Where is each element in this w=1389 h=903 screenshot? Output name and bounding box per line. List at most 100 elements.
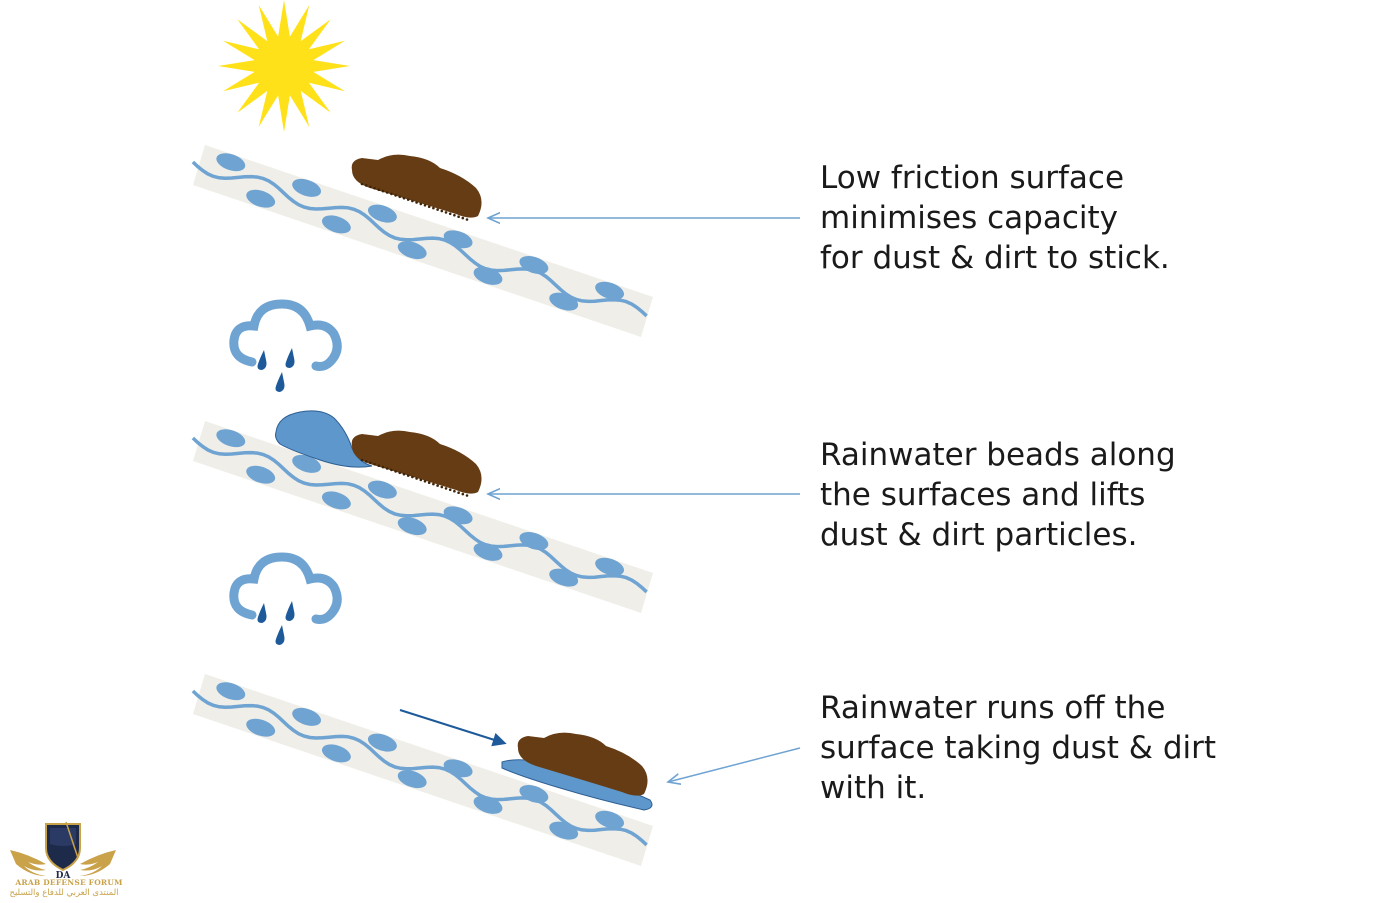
surface-oval: [216, 682, 246, 701]
surface-pattern: [191, 429, 648, 594]
surface-panel-2: [191, 421, 653, 613]
caption-line: for dust & dirt to stick.: [820, 240, 1170, 276]
dirt-dot: [427, 205, 431, 208]
dirt-dot: [427, 481, 431, 485]
dirt-dot: [364, 460, 368, 463]
rain-cloud-icon: [229, 299, 342, 392]
flow-arrow: [399, 709, 507, 747]
surface-oval: [595, 810, 625, 829]
dirt-dot: [440, 485, 444, 489]
forum-logo-icon: DA: [10, 821, 116, 881]
surface-oval: [292, 707, 322, 726]
dirt-dot: [465, 218, 469, 221]
surface-oval: [216, 429, 246, 448]
dirt-dot: [377, 464, 381, 468]
surface-oval: [443, 506, 473, 525]
surface-oval: [519, 256, 549, 274]
surface-oval: [473, 795, 503, 814]
dirt-dot: [432, 482, 435, 486]
dirt-dot: [461, 216, 465, 220]
dirt-dot: [381, 189, 385, 193]
surface-oval: [397, 770, 427, 789]
dirt-dot: [390, 192, 393, 196]
surface-oval: [367, 204, 397, 223]
logo-arabic-name: المنتدى العربي للدفاع والتسليح: [9, 888, 119, 898]
dirt-dot: [419, 478, 423, 482]
dirt-dot: [394, 194, 397, 197]
dirt-dot: [364, 184, 368, 187]
surface-oval: [519, 532, 549, 550]
surface-oval: [367, 733, 397, 752]
dirt-dots-2: [360, 458, 469, 497]
caption-line: minimises capacity: [820, 200, 1118, 236]
caption-line: dust & dirt particles.: [820, 517, 1138, 553]
surface-oval: [473, 542, 503, 561]
dirt-dot: [453, 213, 456, 217]
surface-oval: [519, 785, 549, 803]
dirt-dot: [360, 458, 364, 462]
dirt-dot: [436, 484, 439, 487]
dirt-dot: [457, 491, 460, 495]
water-bead: [275, 410, 373, 468]
surface-oval: [367, 480, 397, 499]
surface-oval: [443, 759, 473, 778]
surface-oval: [321, 491, 351, 510]
dirt-dot: [423, 480, 427, 483]
rain-cloud-icon: [229, 552, 342, 645]
dirt-dot: [390, 468, 393, 472]
surface-oval: [246, 718, 276, 737]
surface-oval: [246, 465, 276, 484]
dirt-dot: [369, 185, 372, 189]
dirt-dot: [398, 195, 402, 199]
surface-pattern: [191, 682, 648, 847]
surface-oval: [292, 454, 322, 473]
dirt-dot: [415, 477, 418, 480]
dirt-dot: [385, 191, 389, 194]
surface-oval: [216, 153, 246, 172]
surface-oval: [549, 292, 579, 311]
dirt-dot: [411, 475, 414, 479]
dirt-particle-1: [351, 154, 482, 221]
dirt-dot: [381, 465, 385, 469]
surface-oval: [321, 215, 351, 234]
surface-oval: [443, 230, 473, 249]
dirt-dot: [373, 463, 376, 466]
dirt-dot: [406, 198, 410, 201]
dirt-dot: [461, 492, 465, 496]
surface-panel-1: [191, 145, 653, 337]
caption-line: Rainwater runs off the: [820, 690, 1166, 726]
dirt-dot: [444, 487, 448, 490]
dirt-dot: [453, 489, 456, 493]
dirt-dot: [398, 471, 402, 475]
dirt-dot: [402, 196, 406, 200]
surface-oval: [595, 557, 625, 576]
dirt-dot: [457, 215, 460, 218]
pointer-arrow-3: [668, 747, 801, 782]
surface-oval: [321, 744, 351, 763]
dirt-dot: [415, 201, 418, 204]
caption-low-friction: Low friction surface minimises capacity …: [820, 158, 1170, 278]
dirt-dot: [369, 461, 372, 465]
caption-line: Rainwater beads along: [820, 437, 1176, 473]
surface-oval: [397, 517, 427, 536]
logo-monogram: DA: [56, 871, 72, 881]
surface-oval: [246, 189, 276, 208]
dirt-dot: [411, 199, 414, 203]
dirt-dot: [406, 474, 410, 477]
caption-line: Low friction surface: [820, 160, 1125, 196]
logo-name: ARAB DEFENSE FORUM: [15, 878, 123, 887]
caption-line: with it.: [820, 770, 927, 806]
surface-oval: [549, 821, 579, 840]
dirt-dot: [360, 182, 364, 186]
sun-icon: [218, 0, 350, 132]
dirt-dot: [436, 208, 439, 211]
dirt-dot: [377, 188, 381, 191]
surface-oval: [549, 568, 579, 587]
caption-line: the surfaces and lifts: [820, 477, 1146, 513]
surface-oval: [397, 241, 427, 260]
caption-rainwater-beads: Rainwater beads along the surfaces and l…: [820, 435, 1176, 555]
dirt-dot: [440, 209, 444, 213]
dirt-dot: [394, 470, 397, 473]
surface-panel-3: [191, 674, 653, 866]
